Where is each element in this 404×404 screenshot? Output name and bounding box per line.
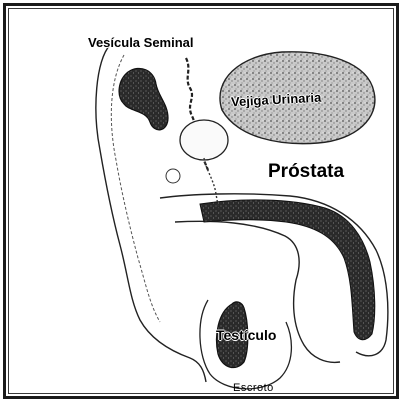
label-seminal-vesicle: Vesícula Seminal <box>88 36 194 49</box>
label-scrotum: Escroto <box>233 383 274 394</box>
label-prostate: Próstata <box>268 162 344 181</box>
prostate-gland <box>180 120 228 160</box>
small-gland <box>166 169 180 183</box>
seminal-vesicle <box>119 68 168 129</box>
label-testicle: Testículo <box>216 328 276 342</box>
